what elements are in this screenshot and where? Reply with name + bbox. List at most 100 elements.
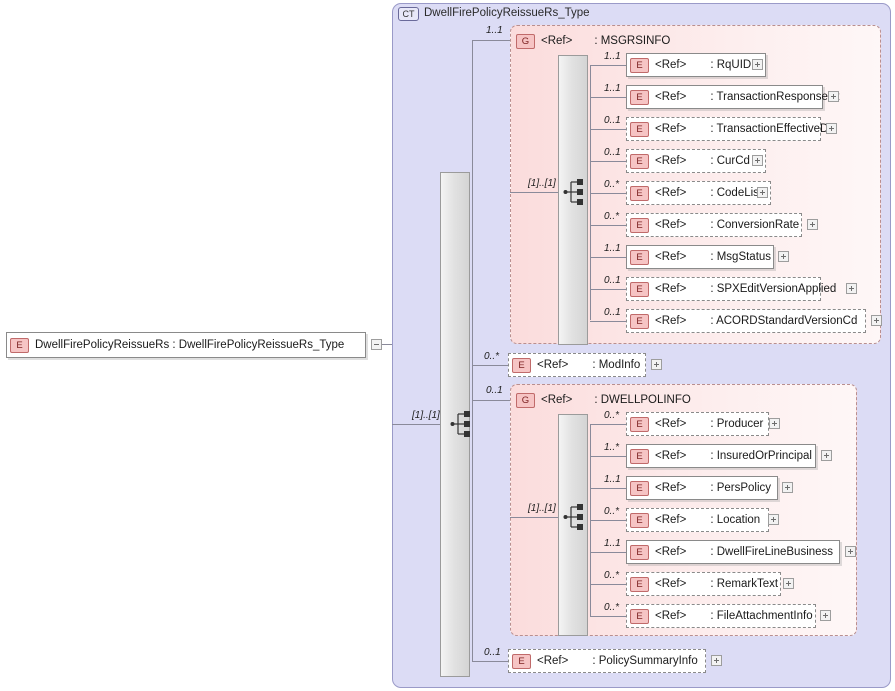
connector-dwellpolinfo-member-0 (590, 424, 626, 425)
connector-msgrsinfo-member-0 (590, 65, 626, 66)
element-type-icon: E (630, 153, 649, 169)
expand-toggle-location[interactable] (768, 514, 779, 525)
element-name-label: : ACORDStandardVersionCd (710, 315, 858, 327)
connector-msgrsinfo-member-5 (590, 225, 626, 226)
root-element-node[interactable]: E DwellFirePolicyReissueRs : DwellFirePo… (6, 332, 366, 358)
expand-toggle-codelist[interactable] (757, 187, 768, 198)
element-name-label: : InsuredOrPrincipal (710, 450, 812, 462)
element-type-icon: E (630, 57, 649, 73)
element-node-msgstatus[interactable]: E <Ref> : MsgStatus (626, 245, 774, 269)
group-type-icon: G (516, 392, 535, 408)
element-node-rquid[interactable]: E <Ref> : RqUID (626, 53, 766, 77)
root-sequence-cardinality: [1]..[1] (412, 410, 440, 421)
element-node-modinfo[interactable]: E <Ref> : ModInfo (508, 353, 646, 377)
element-ref-label: <Ref> (655, 91, 687, 103)
element-node-insuredorprincipal[interactable]: E <Ref> : InsuredOrPrincipal (626, 444, 816, 468)
element-type-icon: E (630, 185, 649, 201)
cardinality-transactioneffectivedt: 0..1 (604, 115, 621, 126)
element-ref-label: <Ref> (655, 418, 687, 430)
cardinality-codelist: 0..* (604, 179, 620, 190)
element-node-producer[interactable]: E <Ref> : Producer (626, 412, 769, 436)
element-node-transactionresponsedt[interactable]: E <Ref> : TransactionResponseDt (626, 85, 839, 109)
element-type-icon: E (630, 121, 649, 137)
group-header-msgrsinfo[interactable]: G <Ref> : MSGRSINFO (516, 30, 670, 52)
expand-toggle-transactionresponsedt[interactable] (828, 91, 839, 102)
expand-toggle-dwellfirelinebusiness[interactable] (845, 546, 856, 557)
group-cardinality-dwellpolinfo: 0..1 (486, 385, 503, 396)
element-name-label: : DwellFireLineBusiness (710, 546, 834, 558)
element-node-acordstandardversioncd[interactable]: E <Ref> : ACORDStandardVersionCd (626, 309, 866, 333)
cardinality-perspolicy: 1..1 (604, 474, 621, 485)
expand-toggle-msgstatus[interactable] (778, 251, 789, 262)
expand-toggle-insuredorprincipal[interactable] (821, 450, 832, 461)
element-node-dwellfirelinebusiness[interactable]: E <Ref> : DwellFireLineBusiness (626, 540, 840, 564)
element-node-location[interactable]: E <Ref> : Location (626, 508, 769, 532)
element-name-label: : RemarkText (710, 578, 779, 590)
element-ref-label: <Ref> (655, 315, 687, 327)
element-ref-label: <Ref> (655, 578, 687, 590)
connector-dwellpolinfo-in (510, 517, 558, 518)
expand-toggle-spxeditversionapplied[interactable] (846, 283, 857, 294)
element-type-icon: E (630, 480, 649, 496)
cardinality-msgstatus: 1..1 (604, 243, 621, 254)
expand-toggle-rquid[interactable] (752, 59, 763, 70)
element-ref-label: <Ref> (655, 283, 687, 295)
expand-toggle-modinfo[interactable] (651, 359, 662, 370)
expand-toggle-producer[interactable] (769, 418, 780, 429)
expand-toggle-curcd[interactable] (752, 155, 763, 166)
expand-toggle-conversionrate[interactable] (807, 219, 818, 230)
connector-msgrsinfo-bus (590, 65, 591, 320)
element-node-policysummaryinfo[interactable]: E <Ref> : PolicySummaryInfo (508, 649, 706, 673)
cardinality-location: 0..* (604, 506, 620, 517)
element-type-icon: E (630, 512, 649, 528)
element-type-icon: E (630, 217, 649, 233)
element-node-codelist[interactable]: E <Ref> : CodeList (626, 181, 771, 205)
expand-toggle-policysummaryinfo[interactable] (711, 655, 722, 666)
root-collapse-toggle[interactable] (371, 339, 382, 350)
cardinality-modinfo: 0..* (484, 351, 500, 362)
dwellpolinfo-sequence-cardinality: [1]..[1] (528, 503, 556, 514)
connector-msgrsinfo-member-4 (590, 193, 626, 194)
element-type-icon: E (512, 357, 531, 373)
connector-msgrsinfo-in (510, 192, 558, 193)
expand-toggle-remarktext[interactable] (783, 578, 794, 589)
element-node-perspolicy[interactable]: E <Ref> : PersPolicy (626, 476, 778, 500)
element-name-label: : PolicySummaryInfo (592, 655, 698, 667)
expand-toggle-transactioneffectivedt[interactable] (826, 123, 837, 134)
cardinality-spxeditversionapplied: 0..1 (604, 275, 621, 286)
element-type-icon: E (512, 653, 531, 669)
element-type-icon: E (630, 576, 649, 592)
element-name-label: : Location (710, 514, 761, 526)
dwellpolinfo-sequence-stackbar (558, 414, 588, 636)
connector-root-to-policysummaryinfo (472, 661, 508, 662)
msgrsinfo-sequence-cardinality: [1]..[1] (528, 178, 556, 189)
element-node-remarktext[interactable]: E <Ref> : RemarkText (626, 572, 781, 596)
connector-msgrsinfo-member-8 (590, 321, 626, 322)
element-ref-label: <Ref> (655, 546, 687, 558)
element-node-transactioneffectivedt[interactable]: E <Ref> : TransactionEffectiveDt (626, 117, 832, 141)
element-node-conversionrate[interactable]: E <Ref> : ConversionRate (626, 213, 802, 237)
cardinality-fileattachmentinfo: 0..* (604, 602, 620, 613)
expand-toggle-acordstandardversioncd[interactable] (871, 315, 882, 326)
element-type-icon: E (630, 416, 649, 432)
element-node-fileattachmentinfo[interactable]: E <Ref> : FileAttachmentInfo (626, 604, 816, 628)
connector-dwellpolinfo-member-6 (590, 616, 626, 617)
expand-toggle-perspolicy[interactable] (782, 482, 793, 493)
cardinality-transactionresponsedt: 1..1 (604, 83, 621, 94)
element-node-curcd[interactable]: E <Ref> : CurCd (626, 149, 766, 173)
complex-type-title: DwellFirePolicyReissueRs_Type (424, 7, 590, 19)
connector-ct-in (392, 424, 440, 425)
element-ref-label: <Ref> (655, 59, 687, 71)
element-name-label: : SPXEditVersionApplied (710, 283, 837, 295)
element-ref-label: <Ref> (655, 219, 687, 231)
sequence-compositor-icon-root (450, 411, 470, 437)
element-type-icon: E (630, 608, 649, 624)
expand-toggle-fileattachmentinfo[interactable] (820, 610, 831, 621)
group-header-dwellpolinfo[interactable]: G <Ref> : DWELLPOLINFO (516, 389, 691, 411)
element-ref-label: <Ref> (655, 155, 687, 167)
element-node-spxeditversionapplied[interactable]: E <Ref> : SPXEditVersionApplied (626, 277, 836, 301)
group-ref-label: <Ref> (541, 394, 573, 406)
cardinality-rquid: 1..1 (604, 51, 621, 62)
element-type-icon: E (10, 337, 29, 353)
